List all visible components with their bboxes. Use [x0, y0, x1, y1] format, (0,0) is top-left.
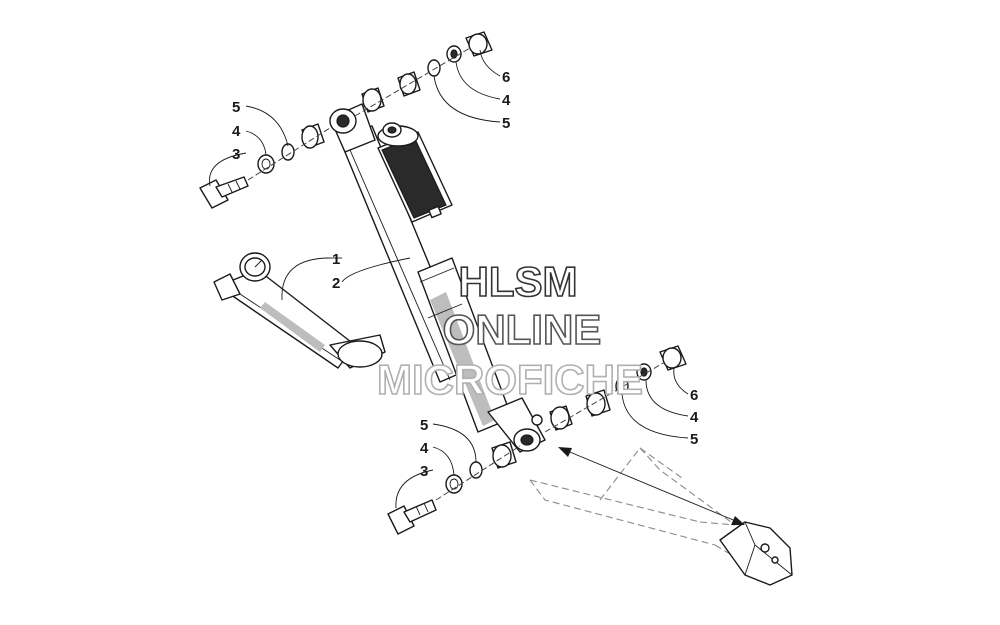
a-arm-ghost: [529, 447, 741, 561]
lower-right-hardware: [544, 345, 687, 433]
lower-left-hardware: [387, 441, 521, 535]
callout-lower-right-4: 4: [690, 409, 699, 426]
callout-lower-left-3: 3: [420, 463, 428, 480]
callout-upper-left-3: 3: [232, 146, 240, 163]
callout-upper-left-5: 5: [232, 99, 240, 116]
mount-arrow: [558, 447, 745, 525]
shock-pump-tool: [213, 252, 386, 369]
callout-lower-left-5: 5: [420, 417, 428, 434]
callout-lower-left-4: 4: [420, 440, 429, 457]
callout-upper-left-4: 4: [232, 123, 241, 140]
watermark-line2: ONLINE: [443, 306, 602, 353]
watermark-line1: HLSM: [459, 258, 578, 305]
callout-center-1: 1: [332, 251, 340, 268]
callout-upper-right-6: 6: [502, 69, 510, 86]
watermark-line3: MICROFICHE: [377, 356, 643, 403]
a-arm-mount-bracket: [719, 521, 793, 586]
upper-right-hardware: [354, 31, 493, 117]
callout-lower-right-6: 6: [690, 387, 698, 404]
leader-lines: [209, 49, 689, 509]
upper-left-hardware: [199, 123, 331, 209]
callout-upper-right-4: 4: [502, 92, 511, 109]
callout-upper-right-5: 5: [502, 115, 510, 132]
shock-absorber: [329, 103, 546, 453]
callout-center-2: 2: [332, 275, 340, 292]
callout-lower-right-5: 5: [690, 431, 698, 448]
watermark: HLSM ONLINE MICROFICHE: [376, 257, 644, 404]
callouts: 5 4 3 6 4 5 1 2 5 4 3 6 4 5: [232, 69, 699, 480]
